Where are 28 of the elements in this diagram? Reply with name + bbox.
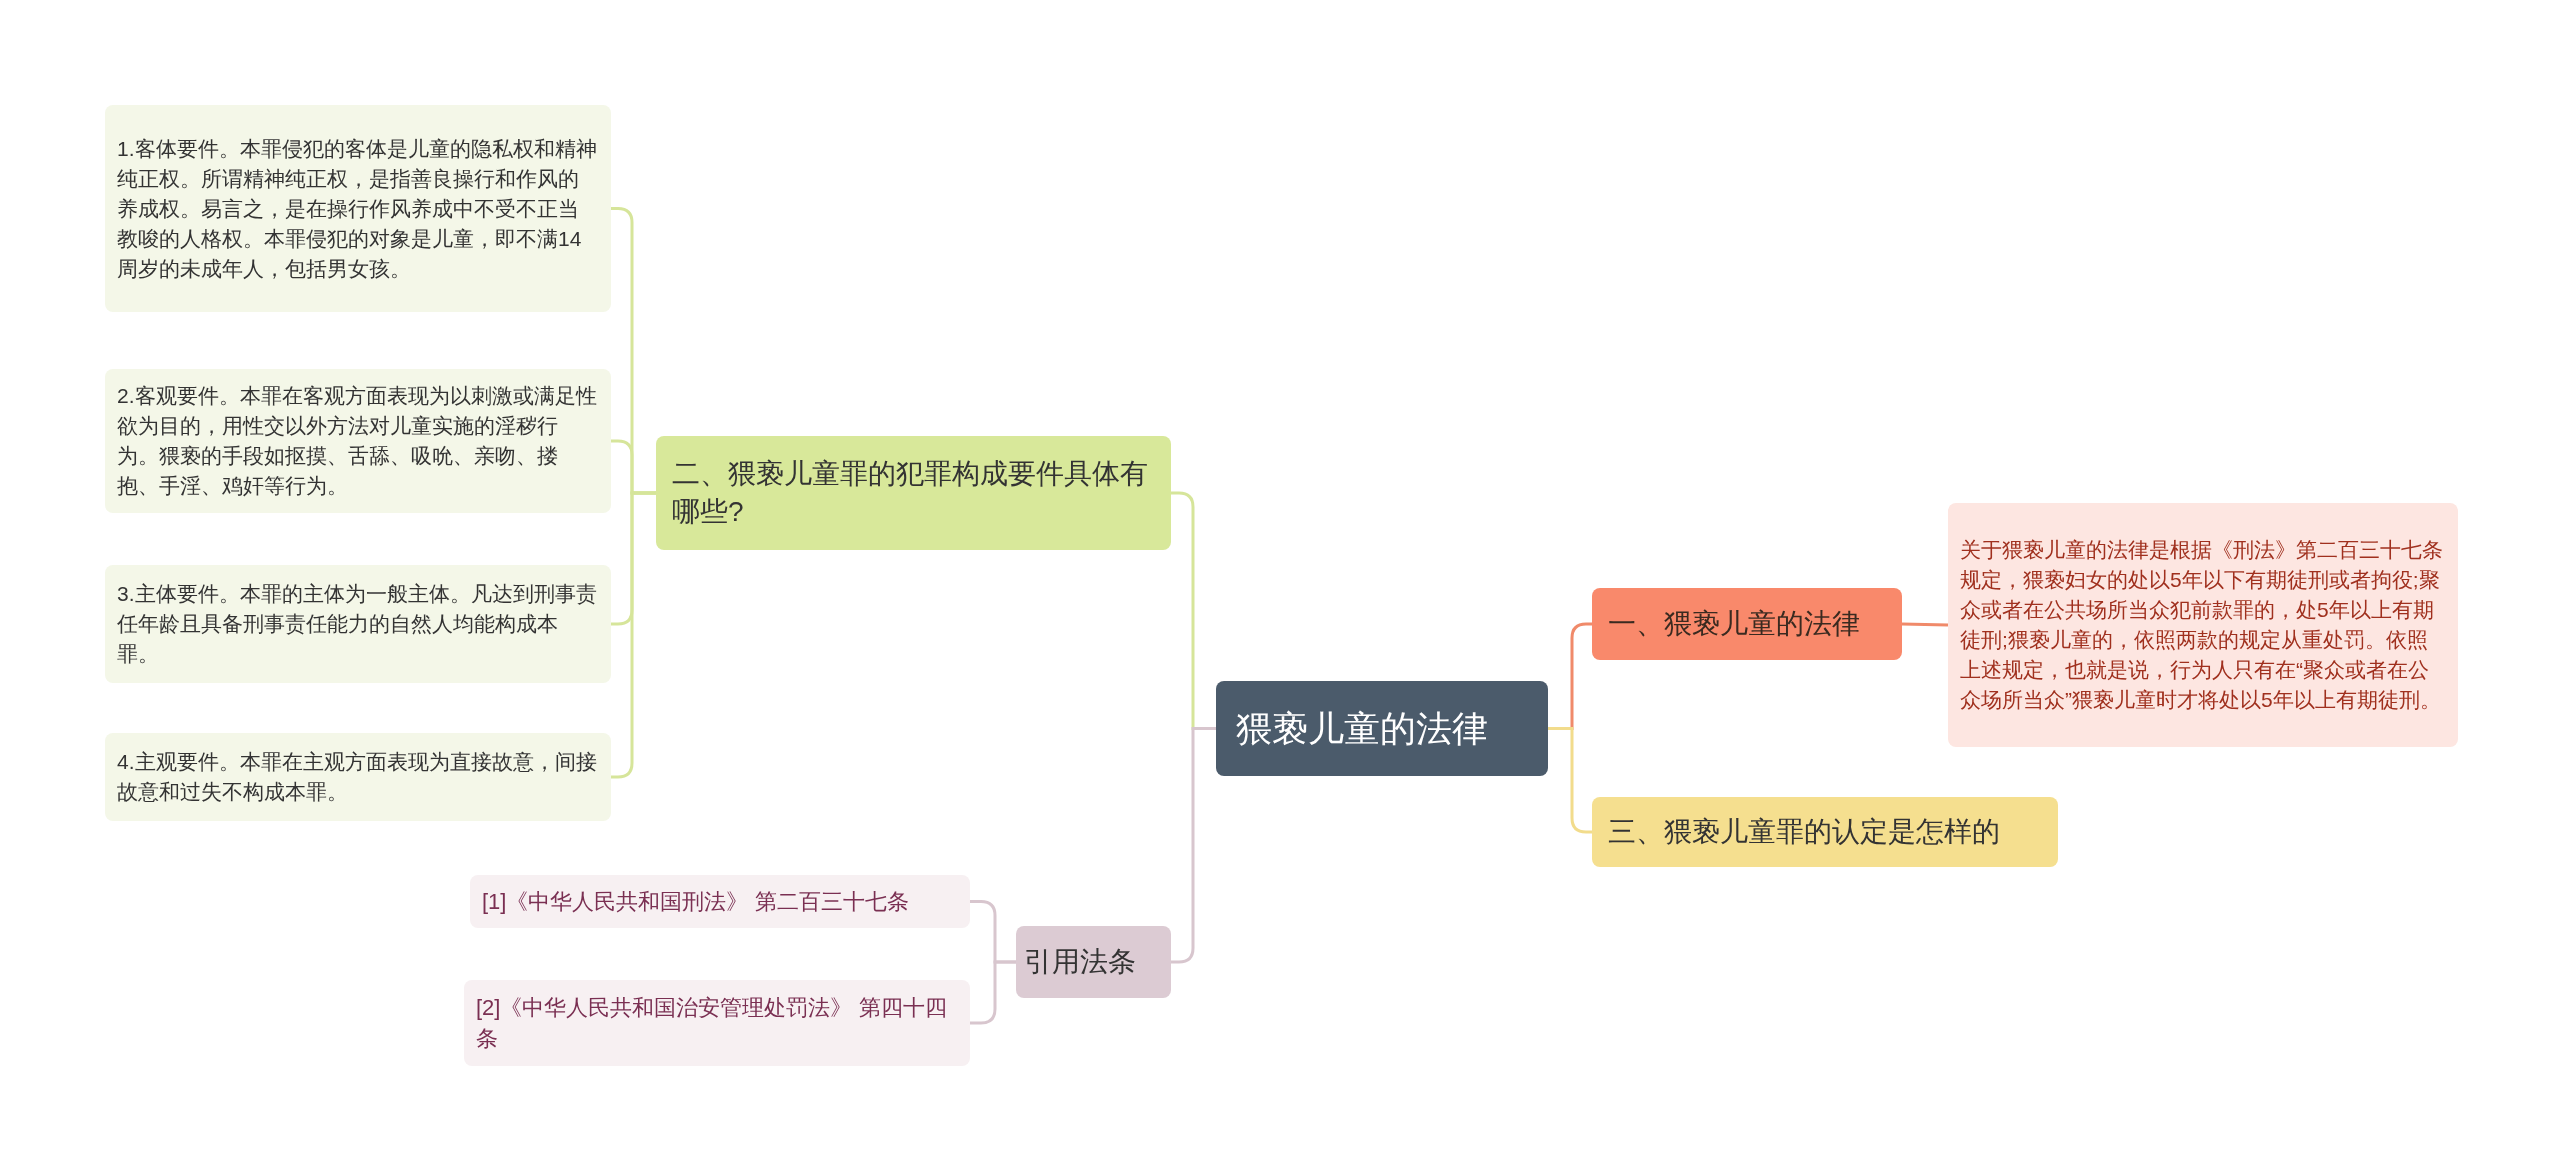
citation-box: [470, 875, 970, 928]
connector-line: [970, 960, 1016, 1025]
node-text: 1.客体要件。本罪侵犯的客体是儿童的隐私权和精神纯正权。所谓精神纯正权，是指善良操行和作风的养成权。易言之，是在操行作风养成中不受不正当教唆的人格权。本罪侵犯的对象是儿童，即不满14周岁的未成年人，包括男女孩。: [117, 135, 598, 282]
topic-box: [656, 436, 1171, 550]
central-topic: [1216, 681, 1548, 776]
topic-box: [1592, 797, 2058, 867]
node-text: 2.客观要件。本罪在客观方面表现为以刺激或满足性欲为目的，用性交以外方法对儿童实施的淫秽行为。猥亵的手段如抠摸、舌舔、吸吮、亲吻、搂抱、手淫、鸡奸等行为。: [117, 383, 598, 499]
node-text: 3.主体要件。本罪的主体为一般主体。凡达到刑事责任年龄且具备刑事责任能力的自然人均能构成本罪。: [117, 581, 598, 667]
node-text: 三、猥亵儿童罪的认定是怎样的: [1608, 815, 2001, 849]
topic-box: [1592, 588, 1902, 660]
node-text: 引用法条: [1024, 945, 1137, 979]
node-text: [2]《中华人民共和国治安管理处罚法》 第四十四条: [476, 994, 948, 1053]
citation-box: [464, 980, 970, 1066]
node-text: [1]《中华人民共和国刑法》 第二百三十七条: [482, 888, 910, 916]
node-text: 4.主观要件。本罪在主观方面表现为直接故意，间接故意和过失不构成本罪。: [117, 749, 598, 805]
connector-line: [1171, 727, 1216, 964]
topic-box: [1016, 926, 1171, 998]
note-box: [1948, 503, 2458, 747]
node-text: 二、猥亵儿童罪的犯罪构成要件具体有哪些?: [672, 457, 1149, 529]
node-text: 一、猥亵儿童的法律: [1608, 607, 1861, 641]
note-box: [105, 105, 611, 312]
connector-line: [1901, 622, 1949, 627]
node-text: 关于猥亵儿童的法律是根据《刑法》第二百三十七条规定，猥亵妇女的处以5年以下有期徒刑或者拘役;聚众或者在公共场所当众犯前款罪的，处5年以上有期徒刑;猥亵儿童的，依照两款的规定从重处罚。依照上述规定，也就是说，行为人只有在“聚众或者在公众场所当众”猥亵儿童时才将处以5年以上有期徒刑。: [1960, 537, 2444, 713]
note-box: [105, 565, 611, 683]
node-text: 猥亵儿童的法律: [1236, 706, 1489, 751]
note-box: [105, 733, 611, 821]
connector-line: [611, 491, 656, 779]
note-box: [105, 369, 611, 513]
